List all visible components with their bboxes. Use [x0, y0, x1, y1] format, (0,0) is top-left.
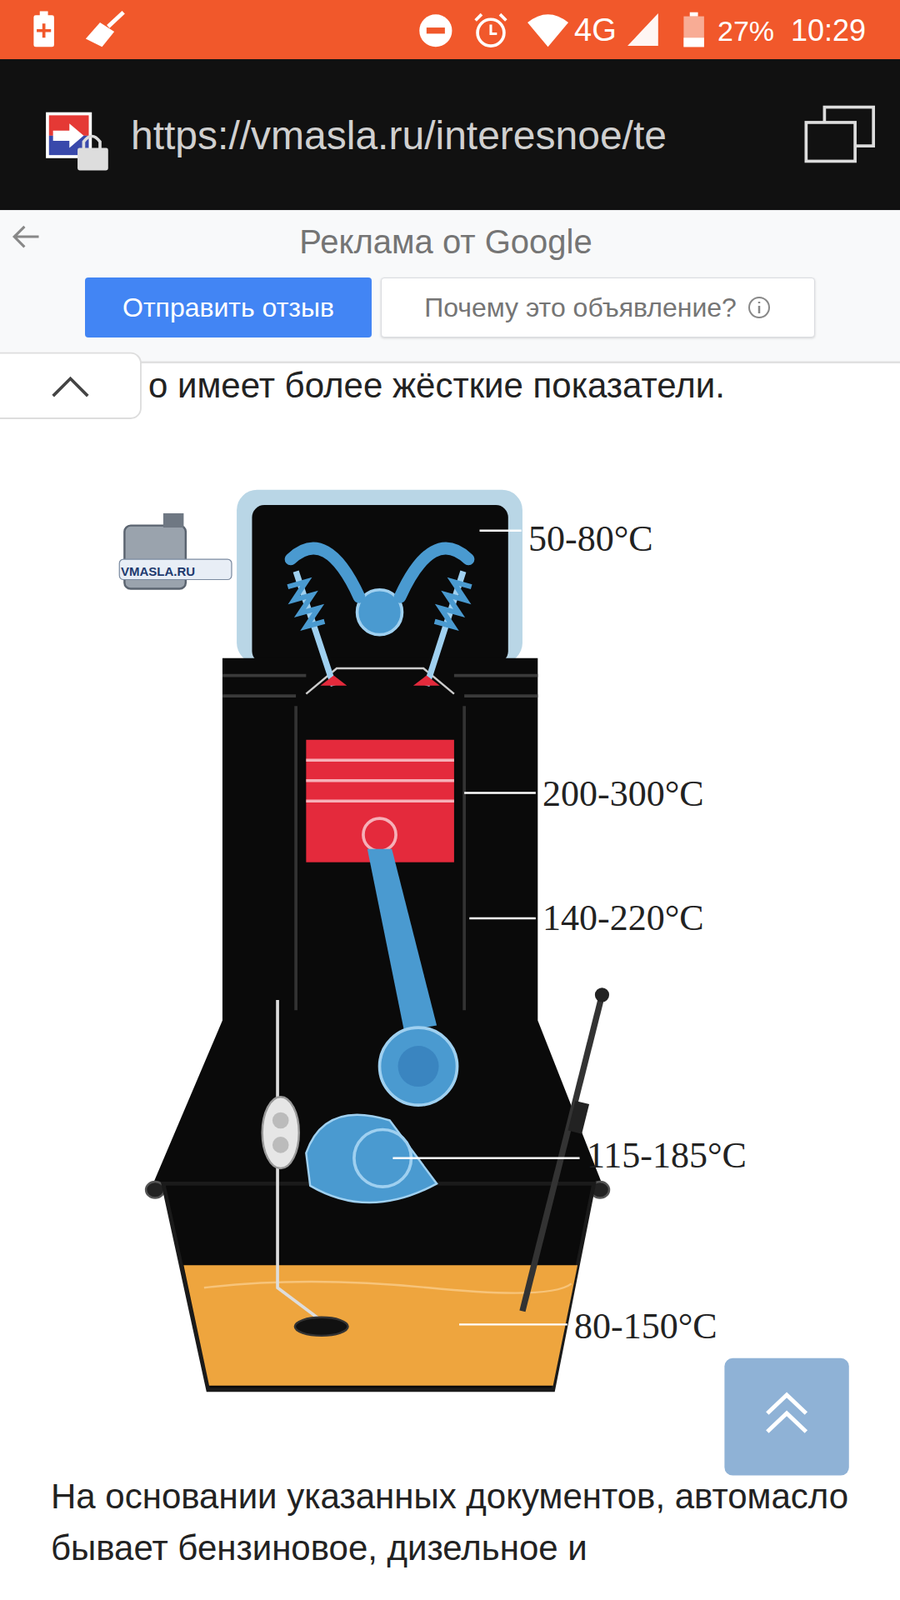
- scroll-top-button: [724, 1358, 849, 1476]
- wifi-icon: [527, 14, 569, 47]
- battery-body: [683, 16, 704, 48]
- oil-pump: [262, 1096, 300, 1169]
- collapse-chevron: [53, 378, 89, 396]
- site-icon-arrow: [53, 123, 85, 148]
- alarm-icon: [475, 14, 507, 46]
- leader-line: [480, 530, 522, 532]
- connecting-rod: [367, 849, 437, 1031]
- crank-pin: [398, 1045, 440, 1087]
- valve-cover: [236, 490, 523, 664]
- dipstick-handle: [595, 987, 610, 1002]
- lock-shackle: [83, 135, 100, 149]
- valve-stems: [295, 571, 464, 686]
- temperature-label: 80-150°C: [574, 1305, 718, 1350]
- battery-level: [683, 37, 704, 47]
- back-arrow: [14, 226, 39, 247]
- info-icon-ring: [749, 297, 770, 318]
- alarm-bells: [475, 14, 507, 20]
- leader-line: [469, 917, 536, 920]
- piston: [305, 740, 455, 863]
- alarm-hands: [490, 24, 497, 34]
- battery-saver-icon: [33, 10, 54, 47]
- article-text: о имеет более жёсткие показатели.: [148, 365, 725, 407]
- big-end: [380, 1027, 458, 1105]
- ad-header: Реклама от Google: [299, 221, 592, 262]
- temperature-label: 200-300°C: [542, 772, 705, 817]
- signal-icon: [627, 13, 659, 46]
- button-text: Отправить отзыв: [122, 291, 335, 324]
- valve-spring-right: [435, 581, 472, 627]
- scroll-top-chevrons: [767, 1395, 807, 1432]
- battery-saver-body: [33, 15, 54, 47]
- valve-cover-inner: [251, 505, 508, 664]
- oil-level: [183, 1265, 578, 1385]
- ad-bar: [0, 210, 900, 362]
- clock-time: 10:29: [790, 12, 866, 49]
- temperature-label: 50-80°C: [528, 517, 654, 562]
- leader-line: [464, 791, 536, 794]
- piston-rings: [305, 760, 455, 801]
- alarm-face: [477, 19, 505, 46]
- valve-heads: [320, 675, 440, 686]
- cleaner-handle: [108, 12, 124, 27]
- oil-ripple: [204, 1281, 572, 1294]
- dnd-circle: [419, 14, 452, 47]
- canister-cap: [163, 513, 184, 528]
- article-paragraph: На основании указанных документов, автом…: [50, 1470, 868, 1575]
- oil-pickup: [295, 1317, 349, 1336]
- leader-line: [392, 1157, 580, 1160]
- dnd-bar: [426, 27, 445, 34]
- button-text: Почему это объявление?: [424, 291, 737, 324]
- status-bar: [0, 0, 900, 60]
- leader-line: [459, 1323, 568, 1325]
- logo-band: [119, 559, 232, 580]
- why-this-ad-button: Почему это объявление?: [380, 277, 815, 338]
- battery-percent: 27%: [717, 14, 775, 49]
- info-icon: [746, 295, 772, 320]
- tabs-front: [805, 122, 855, 162]
- page-url: https://vmasla.ru/interesnoe/te: [130, 111, 667, 160]
- watermark: VMASLA.RU: [120, 564, 195, 580]
- network-type: 4G: [574, 11, 617, 50]
- tabs-icon: [805, 107, 874, 162]
- battery-icon: [683, 12, 704, 48]
- piston-pin: [363, 818, 396, 851]
- temperature-label: 115-185°C: [586, 1134, 747, 1179]
- dnd-icon: [419, 14, 452, 47]
- battery-saver-plus: [36, 23, 51, 38]
- head-gasket: [222, 675, 538, 696]
- engine-block: [153, 658, 603, 1185]
- pump-gear-bottom: [272, 1136, 290, 1154]
- watermark-logo: [119, 513, 232, 590]
- dipstick-tube: [568, 1100, 590, 1135]
- collapse-tab: [0, 353, 141, 419]
- address-bar: [0, 59, 900, 210]
- battery-nub: [690, 12, 699, 17]
- pump-gear-top: [272, 1112, 290, 1130]
- lock-body: [77, 148, 109, 171]
- feedback-button: Отправить отзыв: [85, 277, 372, 338]
- valve-spring-left: [287, 581, 325, 627]
- cleaner-icon: [85, 12, 124, 48]
- lock-icon: [77, 135, 109, 170]
- info-icon-mark: [758, 301, 761, 314]
- temperature-label: 140-220°C: [542, 896, 705, 941]
